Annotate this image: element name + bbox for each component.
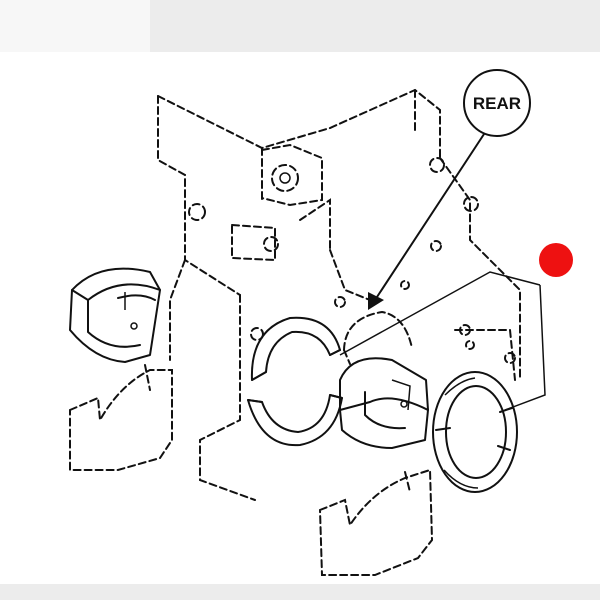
rear-direction-arrow	[368, 127, 489, 310]
rear-label: REAR	[473, 94, 521, 113]
engine-block-outline	[157, 88, 521, 501]
upper-bearing-shell-center	[343, 310, 413, 365]
leader-lines	[339, 271, 546, 411]
thrust-washer-center	[247, 316, 343, 447]
main-bearing-cap-right	[318, 468, 434, 576]
top-left-blank-area	[0, 0, 155, 52]
upper-bearing-shell-left	[69, 267, 161, 363]
red-marker-dot	[539, 243, 573, 277]
bottom-gray-band	[0, 584, 600, 600]
thrust-washer-right	[432, 371, 518, 493]
lower-bearing-shell-center	[339, 357, 429, 449]
main-bearing-cap-left	[69, 364, 173, 471]
bolt-holes	[188, 157, 516, 364]
rear-callout: REAR	[463, 69, 531, 137]
top-gray-band	[150, 0, 600, 52]
